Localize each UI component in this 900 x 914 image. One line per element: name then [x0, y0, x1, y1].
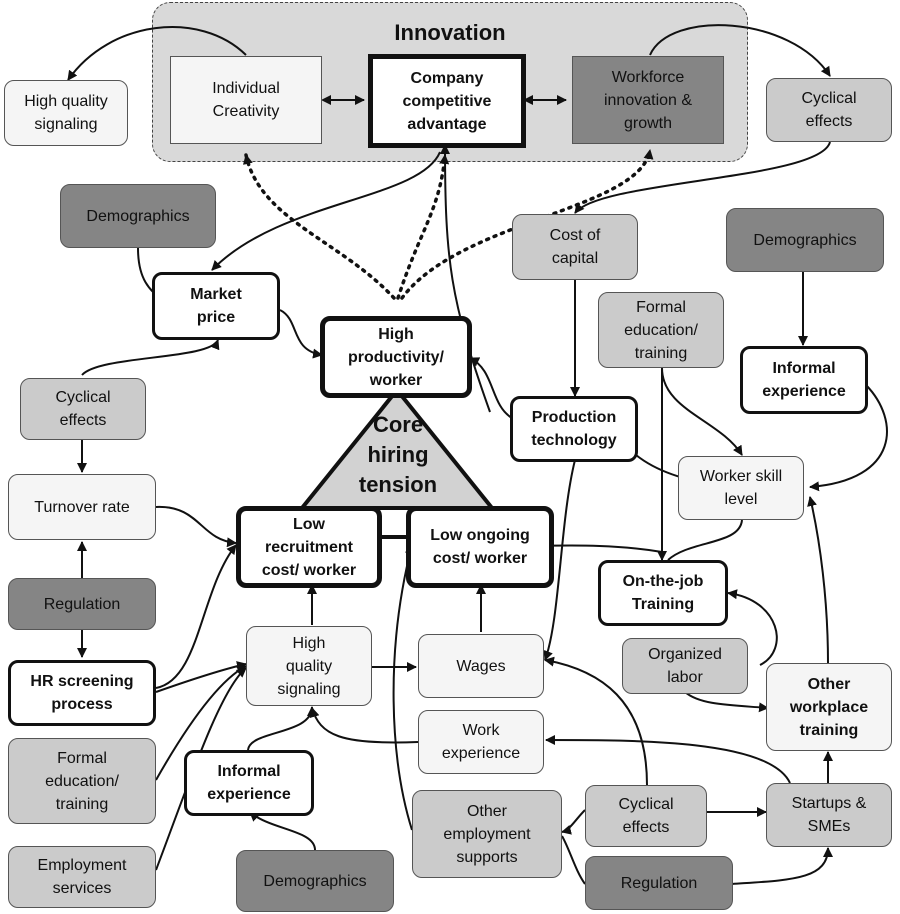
edge-marketprice-productivity	[279, 309, 323, 359]
dotted-productivity-competitive	[396, 153, 450, 300]
dotted-productivity-workforce	[400, 148, 654, 300]
node-turnover-rate: Turnover rate	[8, 474, 156, 540]
edge-startups-workexp	[545, 735, 791, 784]
core-tension-triangle	[297, 386, 497, 510]
edge-cyclical-otheremp	[561, 809, 586, 835]
edge-regulation-startups	[731, 847, 833, 885]
edge-creativity-hqsignal	[67, 26, 247, 81]
node-wages: Wages	[418, 634, 544, 698]
edge-cyclical-wages	[544, 656, 648, 786]
innovation-title: Innovation	[394, 20, 506, 45]
node-regulation-bottom: Regulation	[585, 856, 733, 910]
edge-formaledu-workerskill	[661, 367, 743, 456]
edge-turnover-lowrecruit	[155, 505, 237, 548]
edge-informal-workerskill	[809, 384, 888, 492]
edge-cyclical-costcapital	[574, 141, 831, 214]
node-regulation-left: Regulation	[8, 578, 156, 630]
node-demographics-right: Demographics	[726, 208, 884, 272]
edge-hrscreening-lowrecruit	[155, 544, 237, 689]
edge-workforce-cyclical	[649, 24, 831, 77]
edge-competitive-marketprice	[211, 151, 441, 271]
edge-otherempl-lowongoing	[392, 544, 415, 831]
edge-prodtech-productivity	[469, 357, 513, 419]
edge-cyclical-marketprice	[81, 339, 220, 376]
edge-productivity-competitive	[440, 144, 491, 413]
edge-organized-ojt	[727, 589, 778, 666]
dotted-productivity-creativity	[243, 153, 396, 300]
edge-organized-otherworkplace	[684, 691, 769, 713]
edge-informal-hqsignal	[247, 706, 317, 751]
edge-workexp-hqsignal	[309, 707, 419, 744]
edge-otherworkplace-workerskill	[807, 496, 829, 664]
edge-hrscreening-hqsignal	[155, 661, 247, 693]
edge-prodtech-wages	[543, 451, 580, 661]
edge-employment-hqsignal	[155, 667, 247, 871]
edge-demographics-informal-bottom	[249, 811, 316, 851]
node-startups-smes: Startups &SMEs	[766, 783, 892, 847]
edge-workerskill-ojt	[667, 519, 743, 561]
node-demographics-bottom: Demographics	[236, 850, 394, 912]
edge-regulation-otheremp	[561, 835, 586, 885]
node-demographics-topleft: Demographics	[60, 184, 216, 248]
